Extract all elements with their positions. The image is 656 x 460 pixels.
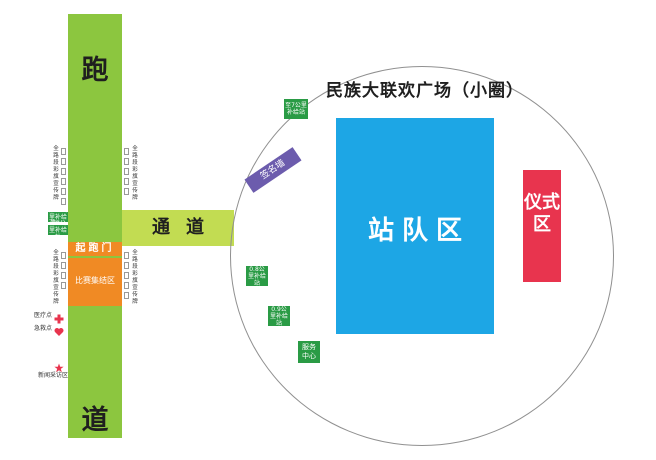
flags-text-right-bottom: 全路段彩旗宣传牌 <box>132 250 138 305</box>
passage-label: 通道 <box>152 217 220 238</box>
standing-area-label: 站队区 <box>367 216 470 246</box>
flag-marker <box>124 262 129 269</box>
flag-marker <box>124 158 129 165</box>
ceremony-area-label: 仪式区 <box>524 192 560 235</box>
flag-marker <box>61 252 66 259</box>
aid-label: 急救点 <box>34 325 53 332</box>
start-gate <box>68 242 122 256</box>
medical-icon <box>54 309 64 324</box>
plaza-supply-top: 至7公里补给站 <box>284 99 308 119</box>
passage <box>122 210 234 246</box>
flag-marker <box>61 282 66 289</box>
plaza-supply-box-1: 0.8公里补给站 <box>246 265 268 287</box>
flags-text-left-top: 全路段彩旗宣传牌 <box>53 146 59 201</box>
service-center: 服务中心 <box>298 341 320 363</box>
heart-icon <box>54 322 64 336</box>
medical-label: 医疗点 <box>34 312 53 319</box>
track-label-bottom: 道 <box>81 405 109 436</box>
flag-marker <box>124 252 129 259</box>
gathering-area-label: 比赛集结区 <box>75 276 115 285</box>
ceremony-area <box>523 170 561 282</box>
left-supply-box-2: 第1公里补给站 <box>48 219 68 241</box>
flags-text-right-top: 全路段彩旗宣传牌 <box>132 146 138 201</box>
news-label: 新闻采访区 <box>38 372 69 379</box>
running-track <box>68 14 122 438</box>
flag-marker <box>124 178 129 185</box>
flag-marker <box>124 272 129 279</box>
flag-marker <box>61 272 66 279</box>
flag-marker <box>61 168 66 175</box>
flag-marker <box>61 148 66 155</box>
flag-marker <box>61 158 66 165</box>
start-gate-label: 起跑门 <box>75 243 115 254</box>
flag-marker <box>61 178 66 185</box>
flag-marker <box>61 188 66 195</box>
flag-marker <box>124 188 129 195</box>
plaza-title: 民族大联欢广场（小圈） <box>326 81 524 101</box>
star-icon <box>54 358 64 373</box>
flag-marker <box>124 168 129 175</box>
standing-area <box>336 118 494 334</box>
plaza-supply-box-2: 0.9公里补给站 <box>268 305 290 327</box>
track-label-top: 跑 <box>81 55 109 86</box>
flag-marker <box>124 292 129 299</box>
plaza-circle <box>230 66 614 446</box>
flag-marker <box>124 282 129 289</box>
flag-marker <box>61 262 66 269</box>
flag-marker <box>124 148 129 155</box>
gathering-area <box>68 258 122 306</box>
flag-marker <box>61 198 66 205</box>
flags-text-left-bottom: 全路段彩旗宣传牌 <box>53 250 59 305</box>
